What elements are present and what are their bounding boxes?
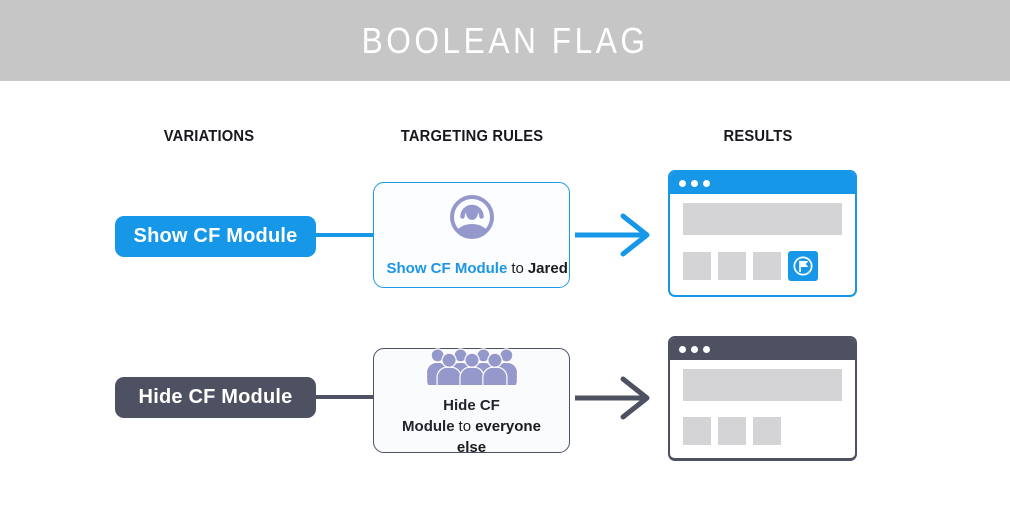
content-placeholder-row <box>683 251 842 281</box>
column-header-targeting-rules: TARGETING RULES <box>400 128 544 145</box>
content-placeholder-tile <box>683 252 711 280</box>
content-placeholder-tile <box>718 417 746 445</box>
rule-target-text: everyone else <box>456 418 541 456</box>
variation-label: Hide CF Module <box>138 386 293 408</box>
connector-line-show <box>312 233 374 237</box>
window-dot <box>703 179 710 187</box>
banner: BOOLEAN FLAG <box>0 0 1010 81</box>
window-dot <box>691 179 698 187</box>
rule-connector-text: to <box>458 418 472 435</box>
window-dot <box>679 179 686 187</box>
connector-line-hide <box>312 395 374 399</box>
window-dot <box>679 345 686 353</box>
variation-pill-show-cf-module: Show CF Module <box>115 216 316 257</box>
rule-action-text: Hide CF Module <box>402 397 500 435</box>
content-placeholder-tile <box>718 252 746 280</box>
crowd-icon <box>422 343 522 396</box>
result-browser-show <box>668 170 857 297</box>
column-header-results: RESULTS <box>723 128 793 145</box>
content-placeholder-row <box>683 417 842 445</box>
window-dot <box>691 345 698 353</box>
arrow-right-icon <box>575 213 650 257</box>
flag-circle-icon <box>793 256 813 276</box>
single-user-icon <box>446 191 498 248</box>
window-dot <box>703 345 710 353</box>
rule-connector-text: to <box>511 260 524 277</box>
cf-module-tile <box>788 251 818 281</box>
variation-pill-hide-cf-module: Hide CF Module <box>115 377 316 418</box>
column-header-variations: VARIATIONS <box>163 128 255 145</box>
content-placeholder-hero <box>683 203 842 235</box>
variation-label: Show CF Module <box>133 225 298 247</box>
browser-body <box>670 360 855 445</box>
browser-titlebar <box>670 338 855 360</box>
content-placeholder-tile <box>753 417 781 445</box>
content-placeholder-hero <box>683 369 842 401</box>
result-browser-hide <box>668 336 857 461</box>
browser-body <box>670 194 855 281</box>
browser-titlebar <box>670 172 855 194</box>
content-placeholder-tile <box>683 417 711 445</box>
arrow-right-icon <box>575 376 650 420</box>
rule-action-text: Show CF Module <box>386 260 508 277</box>
content-placeholder-tile <box>753 252 781 280</box>
rule-target-text: Jared <box>527 260 568 277</box>
page-title: BOOLEAN FLAG <box>361 19 649 61</box>
